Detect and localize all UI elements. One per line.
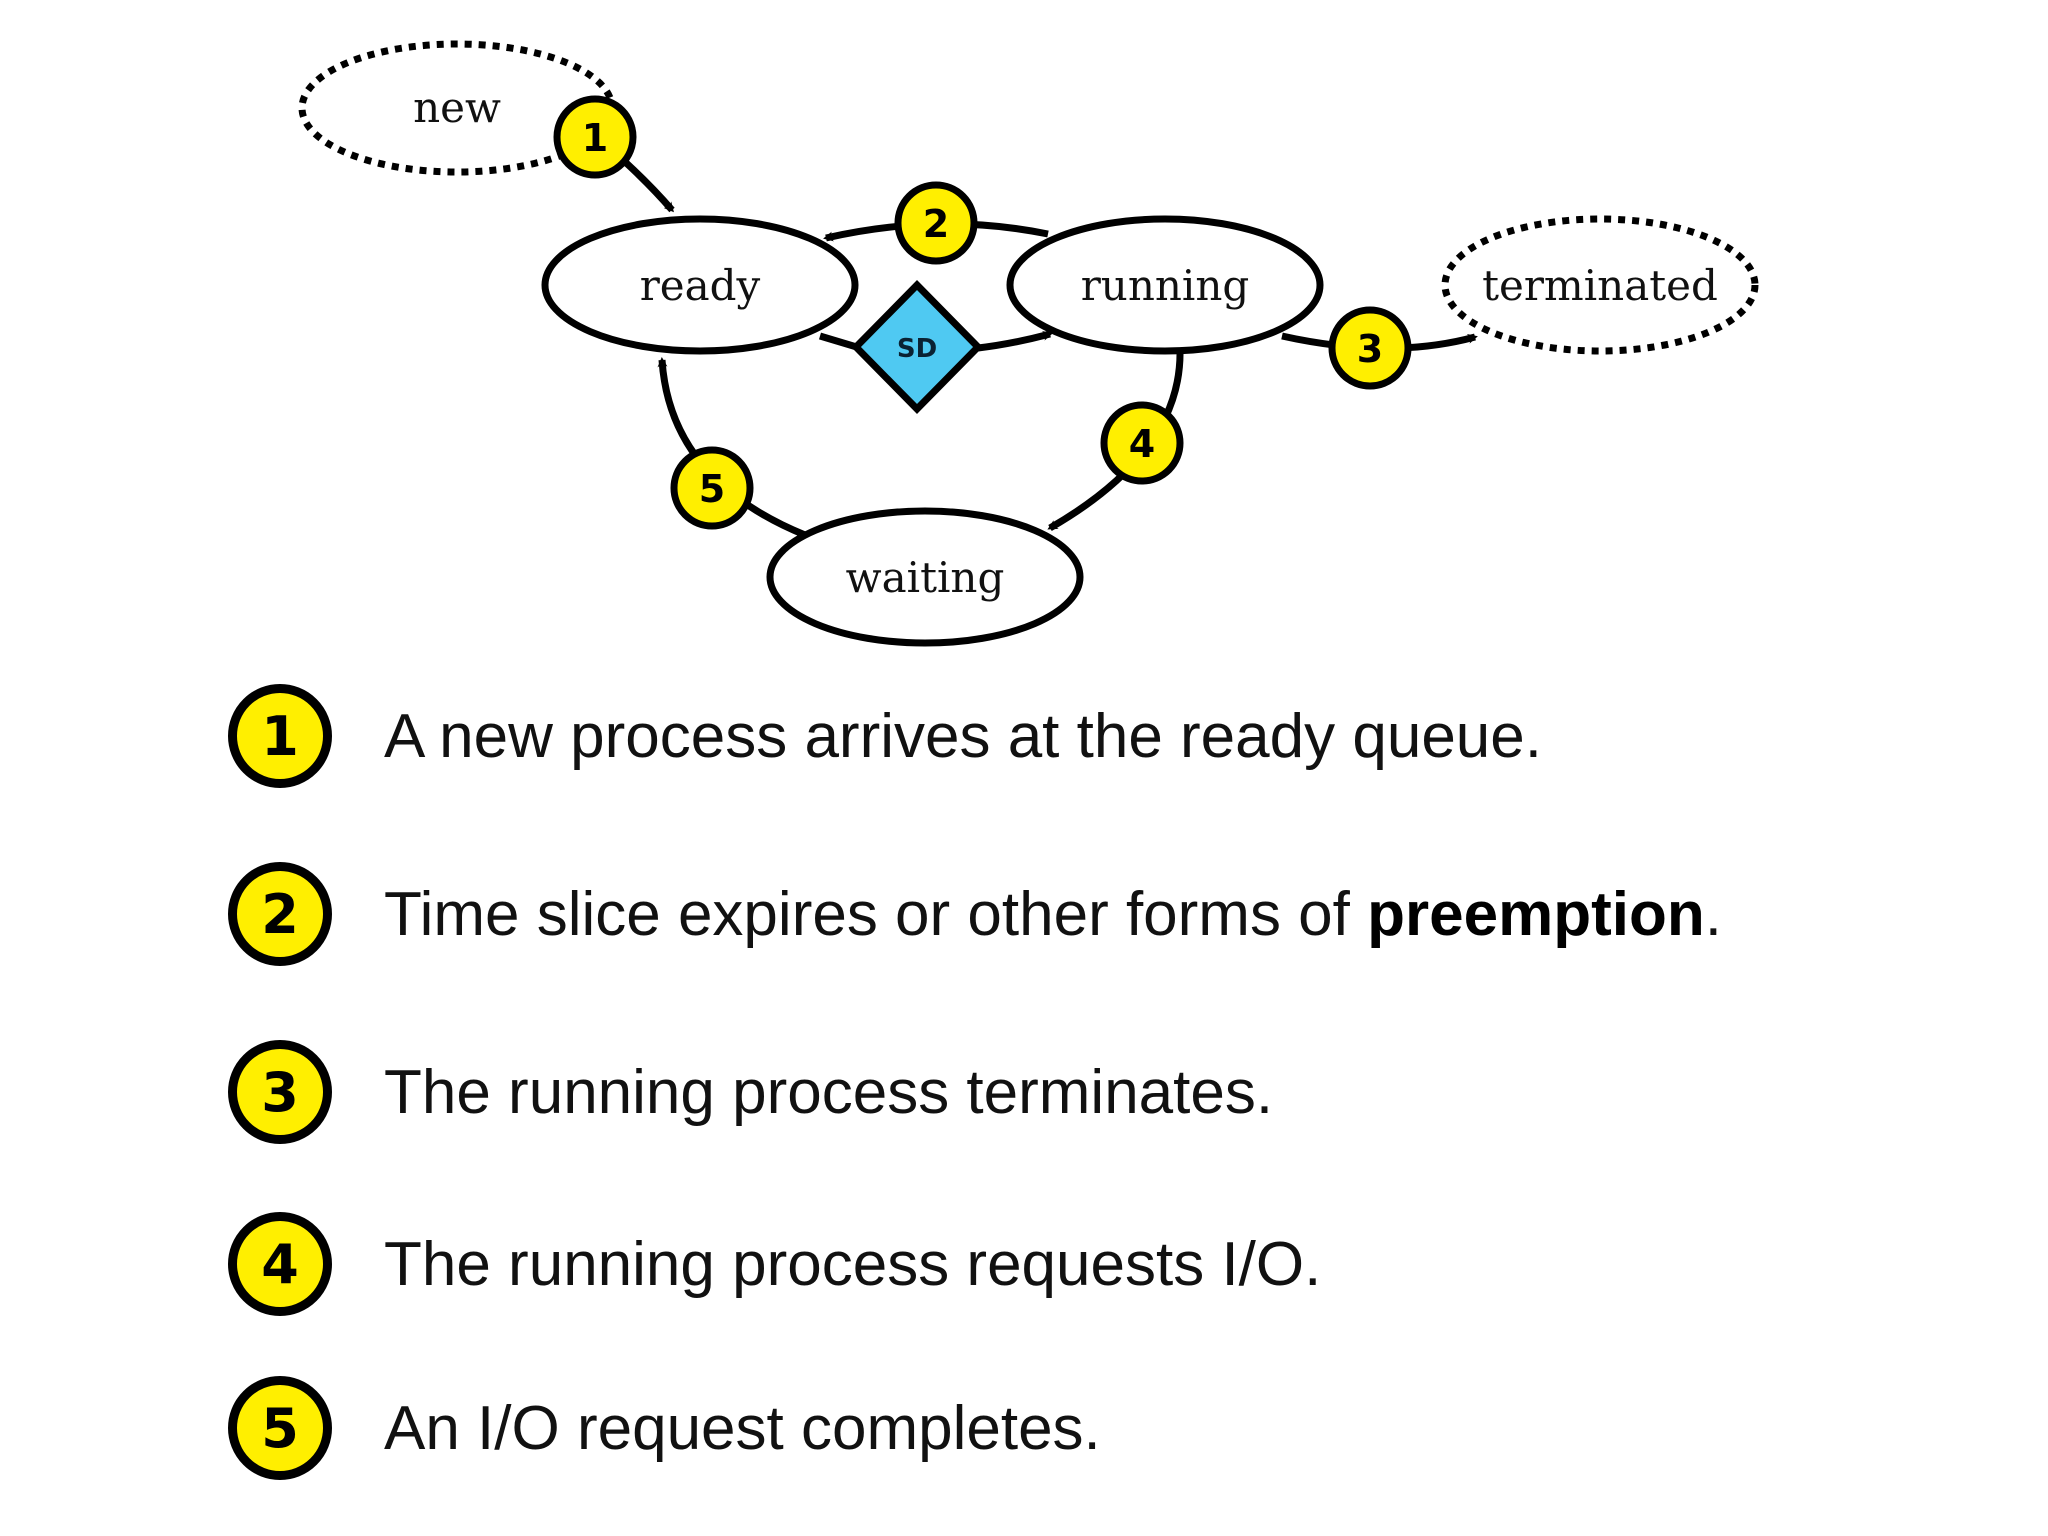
state-ready-label: ready: [640, 261, 761, 310]
scheduler-decision: SD: [851, 280, 983, 414]
badge-2-number: 2: [923, 202, 949, 246]
badge-1: 1: [553, 95, 637, 179]
legend-badge-1: 1: [228, 684, 332, 788]
legend-text-2-suffix: .: [1704, 879, 1722, 949]
legend-item-1: 1 A new process arrives at the ready que…: [228, 674, 1542, 798]
badge-3: 3: [1328, 306, 1412, 390]
legend-text-2-bold: preemption: [1367, 879, 1705, 949]
state-running: running: [1006, 215, 1324, 355]
badge-3-number: 3: [1357, 327, 1383, 371]
state-terminated-label: terminated: [1482, 261, 1718, 310]
legend-badge-2: 2: [228, 862, 332, 966]
scheduler-decision-label: SD: [897, 334, 937, 364]
badge-4-number: 4: [1129, 422, 1155, 466]
state-waiting-label: waiting: [846, 553, 1005, 602]
badge-2: 2: [894, 181, 978, 265]
state-new-label: new: [413, 83, 501, 132]
legend-text-4-main: The running process requests I/O.: [384, 1229, 1322, 1299]
state-terminated: terminated: [1441, 215, 1759, 355]
state-running-label: running: [1081, 261, 1250, 310]
legend-text-2-main: Time slice expires or other forms of: [384, 879, 1368, 949]
legend-text-3: The running process terminates.: [384, 1057, 1273, 1128]
state-waiting: waiting: [766, 507, 1084, 647]
legend-badge-3: 3: [228, 1040, 332, 1144]
edge-sd-to-running: [977, 330, 1053, 352]
badge-5-number: 5: [699, 467, 725, 511]
legend-text-3-main: The running process terminates.: [384, 1057, 1274, 1127]
legend-text-4: The running process requests I/O.: [384, 1229, 1321, 1300]
process-state-diagram: new ready running terminated waiting SD …: [298, 40, 1759, 647]
badge-5: 5: [670, 446, 754, 530]
legend-text-1-main: A new process arrives at the ready queue…: [384, 701, 1542, 771]
badge-4: 4: [1100, 401, 1184, 485]
badge-1-number: 1: [582, 116, 608, 160]
state-ready: ready: [541, 215, 859, 355]
legend-text-1: A new process arrives at the ready queue…: [384, 701, 1542, 772]
legend-item-4: 4 The running process requests I/O.: [228, 1202, 1321, 1326]
legend-text-5-main: An I/O request completes.: [384, 1393, 1101, 1463]
legend-item-5: 5 An I/O request completes.: [228, 1366, 1101, 1490]
legend-text-5: An I/O request completes.: [384, 1393, 1101, 1464]
legend-badge-5: 5: [228, 1376, 332, 1480]
legend-text-2: Time slice expires or other forms of pre…: [384, 879, 1722, 950]
legend-badge-4: 4: [228, 1212, 332, 1316]
legend-item-3: 3 The running process terminates.: [228, 1030, 1273, 1154]
legend-item-2: 2 Time slice expires or other forms of p…: [228, 852, 1722, 976]
